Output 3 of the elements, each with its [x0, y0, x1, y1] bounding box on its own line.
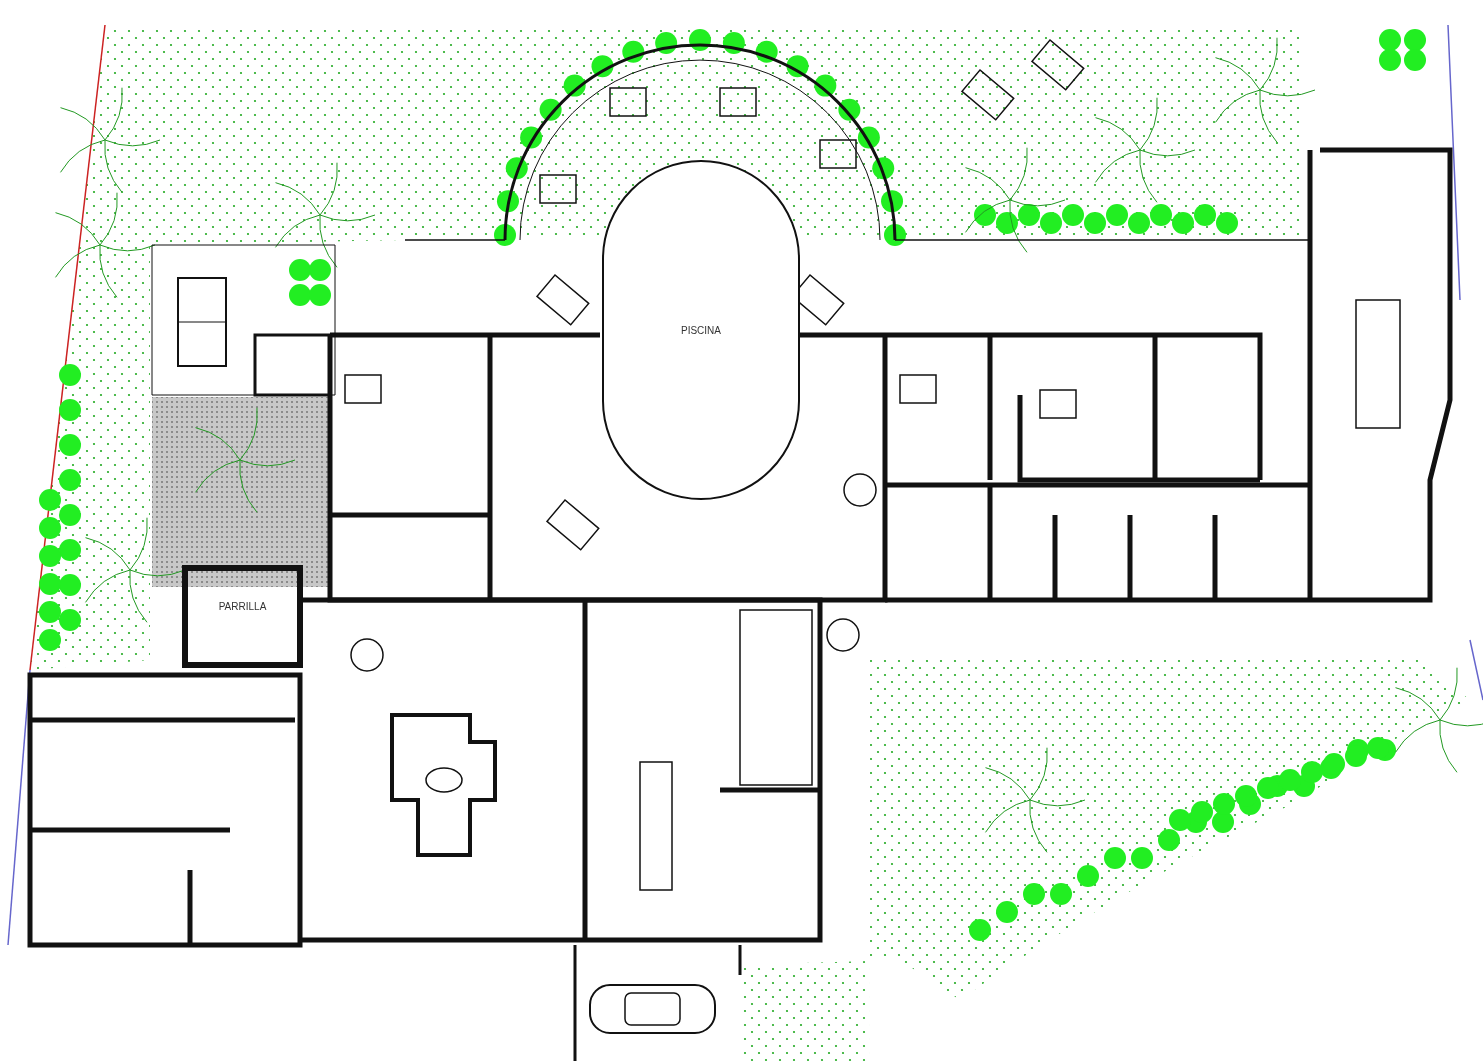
pool-outline [602, 160, 800, 500]
room-label: PARRILLA [218, 601, 267, 612]
room-label: PISCINA [681, 324, 721, 336]
